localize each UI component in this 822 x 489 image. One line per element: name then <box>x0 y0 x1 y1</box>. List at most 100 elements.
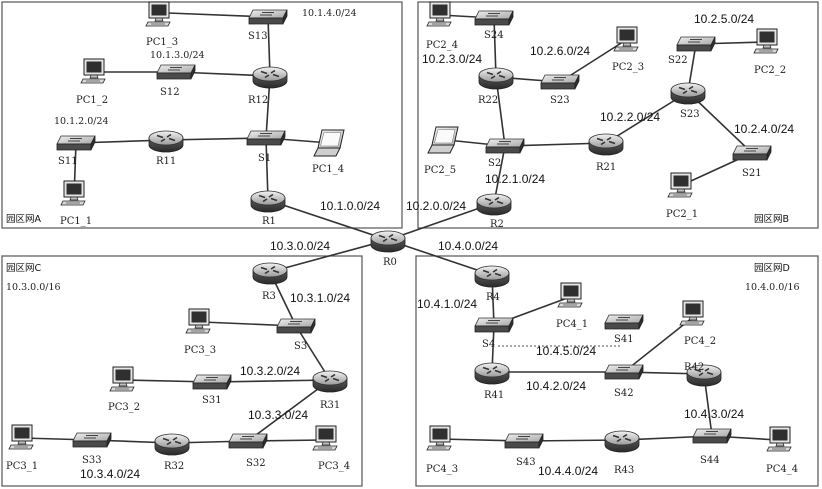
label-s1: S1 <box>258 153 271 164</box>
router-icon-r21 <box>588 133 624 156</box>
label-r4: R4 <box>486 292 500 303</box>
area-d-box <box>415 255 819 487</box>
net-10-1-4: 10.1.4.0/24 <box>302 8 357 19</box>
switch-icon-s12 <box>156 64 196 80</box>
net-10-2-1: 10.2.1.0/24 <box>485 172 545 186</box>
label-r0: R0 <box>383 257 397 268</box>
label-r3: R3 <box>262 291 276 302</box>
pc-icon-pc3-3 <box>185 308 211 334</box>
label-s33: S33 <box>82 455 102 466</box>
net-10-4-4: 10.4.4.0/24 <box>538 464 598 478</box>
pc-icon-pc2-3 <box>613 26 639 52</box>
net-10-2-2: 10.2.2.0/24 <box>600 110 660 124</box>
label-s42: S42 <box>614 388 634 399</box>
router-icon-r11 <box>148 130 184 153</box>
label-s12: S12 <box>160 87 180 98</box>
label-r12: R12 <box>248 95 268 106</box>
router-icon-r41 <box>474 362 510 385</box>
label-r32: R32 <box>164 461 184 472</box>
label-s3: S3 <box>294 341 307 352</box>
pc-icon-pc4-4 <box>766 426 792 452</box>
net-10-4-5: 10.4.5.0/24 <box>536 344 596 358</box>
switch-icon-s11 <box>56 135 96 151</box>
switch-icon-s3 <box>276 318 316 334</box>
router-icon-r43 <box>604 430 640 453</box>
switch-icon-s21 <box>732 145 772 161</box>
label-pc3-2: PC3_2 <box>108 402 140 413</box>
net-10-4-1: 10.4.1.0/24 <box>417 297 477 311</box>
net-10-4-0: 10.4.0.0/24 <box>438 239 498 253</box>
pc-icon-pc3-2 <box>109 366 135 392</box>
area-b-label: 园区网B <box>754 214 789 225</box>
net-10-4-3: 10.4.3.0/24 <box>684 407 744 421</box>
label-pc2-3: PC2_3 <box>612 62 644 73</box>
router-icon-r22 <box>478 67 514 90</box>
pc-icon-pc1-3 <box>145 1 171 27</box>
switch-icon-s22 <box>676 36 716 52</box>
area-b-box <box>417 1 819 229</box>
label-s11: S11 <box>58 156 78 167</box>
label-s23-lower: S23 <box>550 95 570 106</box>
pc-icon-pc1-2 <box>80 58 106 84</box>
label-r43: R43 <box>614 465 634 476</box>
router-icon-r32 <box>154 433 190 456</box>
label-s41: S41 <box>614 334 634 345</box>
router-icon-s23-upper <box>670 82 706 105</box>
label-r11: R11 <box>156 156 176 167</box>
label-pc1-2: PC1_2 <box>76 95 108 106</box>
router-icon-r31 <box>312 370 348 393</box>
area-a-label: 园区网A <box>6 214 42 225</box>
switch-icon-s31 <box>192 374 232 390</box>
area-a-box <box>1 1 403 229</box>
label-pc1-3: PC1_3 <box>146 37 178 48</box>
label-r2: R2 <box>490 219 504 230</box>
net-10-1-3: 10.1.3.0/24 <box>150 50 205 61</box>
net-10-2-5: 10.2.5.0/24 <box>694 12 754 26</box>
label-pc2-4: PC2_4 <box>426 40 458 51</box>
label-r42: R42 <box>684 362 704 373</box>
net-10-3-1: 10.3.1.0/24 <box>290 291 350 305</box>
pc-icon-pc4-3 <box>426 425 452 451</box>
label-s21: S21 <box>742 168 762 179</box>
label-pc2-2: PC2_2 <box>754 65 786 76</box>
pc-icon-pc2-1 <box>667 172 693 198</box>
label-pc4-2: PC4_2 <box>684 336 716 347</box>
label-s24: S24 <box>484 30 504 41</box>
label-s43: S43 <box>516 457 536 468</box>
router-icon-r1 <box>250 190 286 213</box>
label-pc3-3: PC3_3 <box>184 345 216 356</box>
router-icon-r4 <box>474 265 510 288</box>
laptop-icon-pc2-5 <box>427 126 459 154</box>
pc-icon-pc1-1 <box>60 180 86 206</box>
label-s23-upper: S23 <box>680 109 700 120</box>
switch-icon-s43 <box>504 433 544 449</box>
switch-icon-s24 <box>474 10 514 26</box>
router-icon-r2 <box>476 193 512 216</box>
pc-icon-pc2-2 <box>753 28 779 54</box>
area-d-label: 园区网D <box>754 263 790 274</box>
pc-icon-pc3-1 <box>8 424 34 450</box>
label-s13: S13 <box>248 31 268 42</box>
switch-icon-s1 <box>246 130 286 146</box>
label-pc1-1: PC1_1 <box>60 216 92 227</box>
label-pc1-4: PC1_4 <box>312 164 344 175</box>
label-s32: S32 <box>246 458 266 469</box>
label-pc2-1: PC2_1 <box>666 209 698 220</box>
net-10-3-2: 10.3.2.0/24 <box>240 364 300 378</box>
switch-icon-s44 <box>692 428 732 444</box>
label-pc3-4: PC3_4 <box>318 461 350 472</box>
net-10-2-3: 10.2.3.0/24 <box>422 52 482 66</box>
label-r1: R1 <box>262 216 276 227</box>
label-r22: R22 <box>478 95 498 106</box>
laptop-icon-pc1-4 <box>313 129 345 157</box>
area-c-box <box>1 255 363 487</box>
area-d-prefix: 10.4.0.0/16 <box>745 282 800 293</box>
label-pc4-4: PC4_4 <box>766 464 798 475</box>
label-r31: R31 <box>320 400 340 411</box>
net-10-2-6: 10.2.6.0/24 <box>530 44 590 58</box>
pc-icon-pc2-4 <box>426 1 452 27</box>
label-s22: S22 <box>668 55 688 66</box>
net-10-1-0: 10.1.0.0/24 <box>320 199 380 213</box>
label-r41: R41 <box>484 390 504 401</box>
